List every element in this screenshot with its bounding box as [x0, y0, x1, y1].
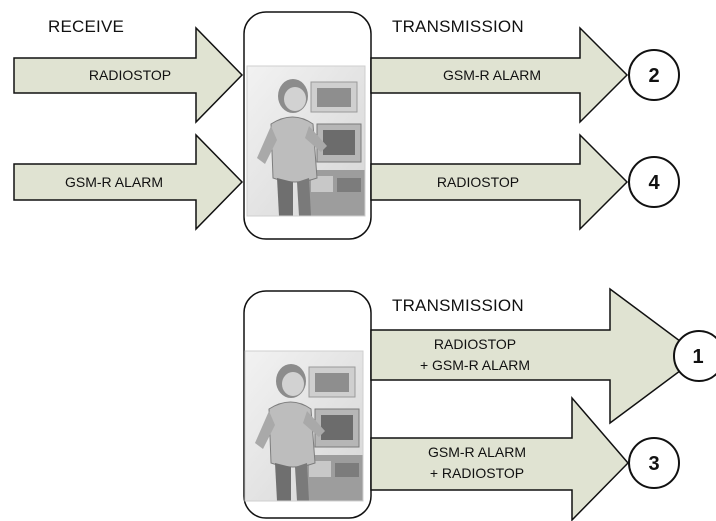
target-circle-2	[628, 49, 680, 101]
heading-receive: RECEIVE	[48, 17, 125, 36]
arrow-receive-radiostop	[13, 26, 244, 124]
arrow-transmit-combined-1-line2: + GSM-R ALARM	[420, 357, 530, 373]
arrow-receive-gsmr-alarm-label: GSM-R ALARM	[65, 174, 163, 190]
arrow-transmit-radiostop	[370, 133, 629, 231]
target-circle-1-number: 1	[692, 346, 703, 368]
arrow-transmit-combined-3-line2: + RADIOSTOP	[430, 465, 524, 481]
heading-transmission-bottom: TRANSMISSION	[392, 296, 524, 315]
target-circle-1	[673, 330, 716, 382]
heading-transmission-top: TRANSMISSION	[392, 17, 524, 36]
target-circle-4-number: 4	[648, 172, 660, 194]
arrow-transmit-combined-3-line1: GSM-R ALARM	[428, 444, 526, 460]
target-circle-4	[628, 156, 680, 208]
arrow-transmit-combined-1-line1: RADIOSTOP	[434, 336, 516, 352]
target-circle-2-number: 2	[648, 65, 659, 87]
target-circle-3-number: 3	[648, 453, 659, 475]
arrow-receive-radiostop-label: RADIOSTOP	[89, 67, 171, 83]
arrow-transmit-gsmr-alarm-label: GSM-R ALARM	[443, 67, 541, 83]
arrow-receive-gsmr-alarm	[13, 133, 244, 231]
device-photo-bottom-icon	[244, 350, 364, 502]
arrow-transmit-radiostop-label: RADIOSTOP	[437, 174, 519, 190]
device-photo-top-icon	[246, 65, 366, 217]
arrow-transmit-combined-1	[370, 287, 702, 425]
target-circle-3	[628, 437, 680, 489]
arrow-transmit-combined-3	[370, 395, 630, 521]
arrow-transmit-gsmr-alarm	[370, 26, 629, 124]
